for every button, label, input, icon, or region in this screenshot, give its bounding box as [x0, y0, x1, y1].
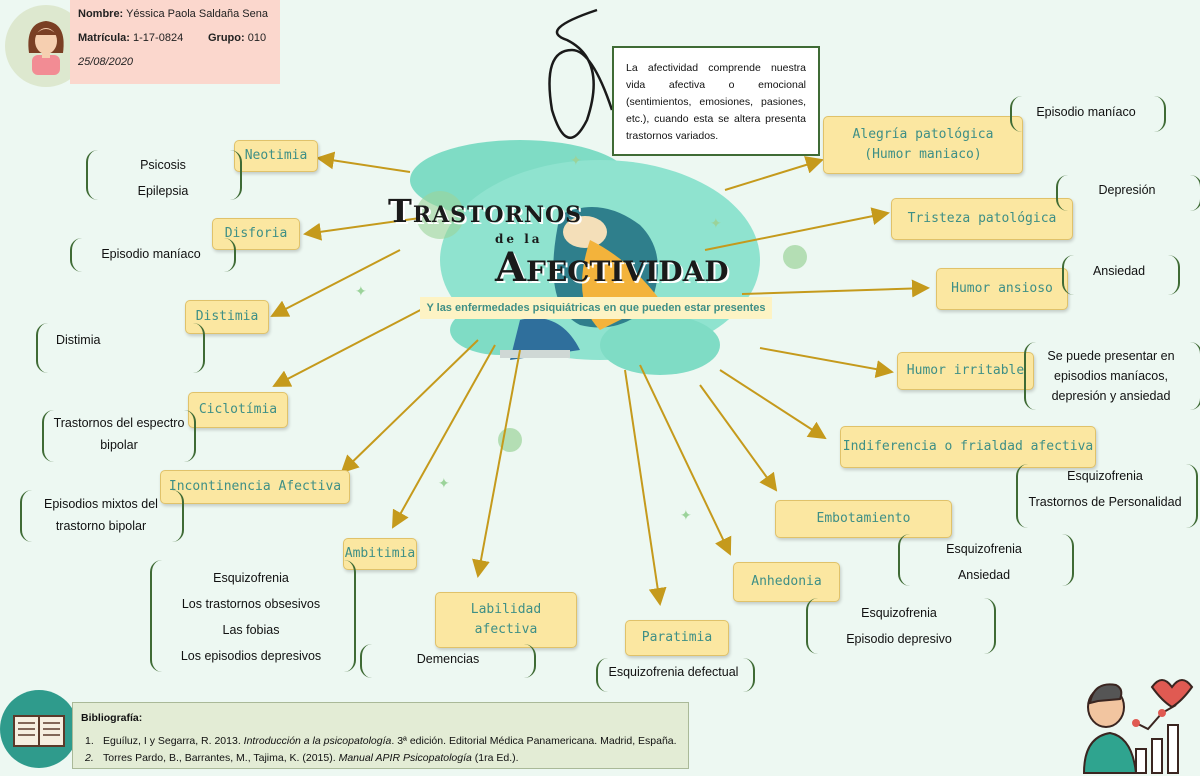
name-row: Nombre: Yéssica Paola Saldaña Sena	[78, 8, 268, 20]
note-item: Trastornos de Personalidad	[1028, 495, 1182, 509]
note-item: Distimia	[56, 333, 101, 347]
bracket-paratimia	[596, 658, 755, 692]
note-item: Psicosis	[140, 158, 186, 172]
note-item: Esquizofrenia	[861, 606, 937, 620]
note-item: Episodio maníaco	[101, 247, 201, 261]
notes-incontinencia: Episodios mixtos del trastorno bipolar	[24, 493, 178, 537]
bibliography-item: 2.Torres Pardo, B., Barrantes, M., Tajim…	[85, 752, 519, 764]
note-item: Depresión	[1098, 183, 1156, 197]
female-student-icon	[28, 21, 64, 75]
svg-text:✦: ✦	[680, 507, 692, 523]
node-labilidad: Labilidad afectiva	[435, 592, 577, 648]
bracket-humor-irritable	[1024, 342, 1200, 410]
note-item: Ansiedad	[957, 568, 1011, 582]
notes-ciclotimia: Trastornos del espectro bipolar	[42, 412, 196, 456]
date: 25/08/2020	[78, 56, 134, 68]
bracket-tristeza	[1056, 175, 1200, 211]
bracket-disforia	[70, 238, 236, 272]
note-item: Esquizofrenia	[1067, 469, 1143, 483]
definition-box: La afectividad comprende nuestra vida af…	[612, 46, 820, 156]
center-subtitle: Y las enfermedades psiquiátricas en que …	[420, 297, 772, 319]
bracket-distimia	[36, 323, 205, 373]
svg-text:✦: ✦	[438, 475, 450, 491]
bracket-humor-ansioso	[1062, 255, 1180, 295]
node-tristeza: Tristeza patológica	[891, 198, 1073, 240]
bracket-ambitimia	[150, 560, 356, 672]
bracket-incontinencia	[20, 490, 184, 542]
bracket-neotimia	[86, 150, 242, 200]
title-small: de la	[495, 232, 543, 246]
matricula-row: Matrícula: 1-17-0824	[78, 32, 184, 44]
note-item: Se puede presentar en	[1047, 349, 1175, 363]
bracket-embotamiento	[898, 534, 1074, 586]
node-embotamiento: Embotamiento	[775, 500, 952, 538]
notes-disforia: Episodio maníaco	[70, 241, 232, 267]
note-item: depresión y ansiedad	[1051, 389, 1171, 403]
svg-text:✦: ✦	[570, 152, 582, 168]
node-alegria: Alegría patológica (Humor maniaco)	[823, 116, 1023, 174]
bracket-anhedonia	[806, 598, 996, 654]
note-item: Esquizofrenia	[213, 571, 289, 585]
note-item: trastorno bipolar	[55, 519, 147, 533]
bracket-labilidad	[360, 644, 536, 678]
title-line1: Trastornos	[388, 192, 583, 230]
svg-text:✦: ✦	[355, 283, 367, 299]
bibliography-heading: Bibliografía:	[81, 712, 143, 724]
notes-alegria: Episodio maníaco	[1010, 99, 1162, 125]
note-item: Episodio maníaco	[1036, 105, 1136, 119]
notes-anhedonia: Esquizofrenia Episodio depresivo	[806, 600, 992, 652]
note-item: Ansiedad	[1092, 264, 1146, 278]
note-item: Las fobias	[222, 623, 280, 637]
grupo-row: Grupo: 010	[208, 32, 267, 44]
note-item: Trastornos del espectro	[53, 416, 185, 430]
notes-indiferencia: Esquizofrenia Trastornos de Personalidad	[1016, 463, 1194, 515]
node-paratimia: Paratimia	[625, 620, 729, 656]
node-humor-ansioso: Humor ansioso	[936, 268, 1068, 310]
person-growth-icon	[1082, 679, 1194, 774]
book-icon	[0, 690, 78, 768]
matricula-value: 1-17-0824	[133, 32, 184, 44]
node-incontinencia: Incontinencia Afectiva	[160, 470, 350, 504]
swirl-decoration	[548, 8, 614, 139]
notes-labilidad: Demencias	[362, 646, 534, 672]
node-humor-irritable: Humor irritable	[897, 352, 1034, 390]
bracket-ciclotimia	[42, 410, 196, 462]
notes-neotimia: Psicosis Epilepsia	[88, 152, 238, 204]
node-neotimia: Neotimia	[234, 140, 318, 172]
notes-paratimia: Esquizofrenia defectual	[596, 659, 751, 685]
notes-humor-ansioso: Ansiedad	[1062, 258, 1176, 284]
bracket-indiferencia	[1016, 464, 1198, 528]
note-item: Esquizofrenia	[946, 542, 1022, 556]
notes-ambitimia: Esquizofrenia Los trastornos obsesivos L…	[150, 565, 352, 669]
title-line2: Afectividad	[495, 244, 729, 291]
note-item: Demencias	[416, 652, 480, 666]
notes-distimia: Distimia	[40, 327, 216, 353]
note-item: bipolar	[100, 438, 138, 452]
svg-text:✦: ✦	[710, 215, 722, 231]
node-ambitimia: Ambitimia	[343, 538, 417, 570]
student-name: Yéssica Paola Saldaña Sena	[126, 8, 268, 20]
bracket-alegria	[1010, 96, 1166, 132]
center-illustration	[410, 140, 807, 452]
notes-embotamiento: Esquizofrenia Ansiedad	[898, 536, 1070, 588]
note-item: Epilepsia	[137, 184, 189, 198]
notes-humor-irritable: Se puede presentar en episodios maníacos…	[1024, 346, 1198, 406]
note-item: Episodios mixtos del	[44, 497, 158, 511]
node-distimia: Distimia	[185, 300, 269, 334]
note-item: Los trastornos obsesivos	[181, 597, 321, 611]
node-ciclotimia: Ciclotímia	[188, 392, 288, 428]
node-anhedonia: Anhedonia	[733, 562, 840, 602]
student-info-card: Nombre: Yéssica Paola Saldaña Sena Matrí…	[70, 0, 280, 84]
notes-tristeza: Depresión	[1056, 177, 1198, 203]
bibliography-box: Bibliografía: 1.Eguíluz, I y Segarra, R.…	[72, 702, 689, 769]
note-item: Esquizofrenia defectual	[608, 665, 739, 679]
note-item: episodios maníacos,	[1054, 369, 1168, 383]
node-indiferencia: Indiferencia o frialdad afectiva	[840, 426, 1096, 468]
bibliography-item: 1.Eguíluz, I y Segarra, R. 2013. Introdu…	[85, 735, 677, 747]
grupo-value: 010	[247, 32, 267, 44]
note-item: Los episodios depresivos	[180, 649, 322, 663]
connector-arrows	[270, 151, 930, 606]
note-item: Episodio depresivo	[846, 632, 952, 646]
